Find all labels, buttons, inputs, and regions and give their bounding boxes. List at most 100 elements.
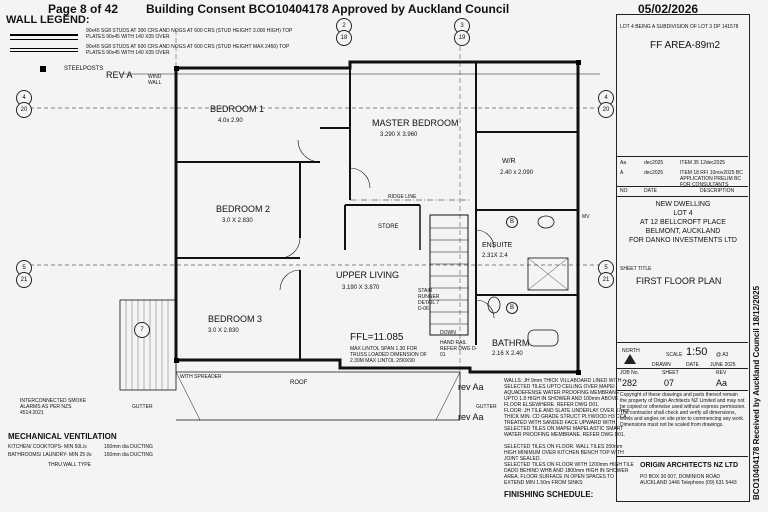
rev-no: A <box>620 170 624 176</box>
finish-note-kitchen: SELECTED TILES ON FLOOR. WALL TILES 200m… <box>504 444 624 462</box>
finish-rev-label: rev Aa <box>458 382 484 392</box>
divider <box>616 342 748 343</box>
divider <box>616 156 748 157</box>
room-dimension: 3.290 X 3.960 <box>380 132 418 138</box>
legend-line-1 <box>10 34 78 40</box>
room-label: MASTER BEDROOM <box>372 118 459 128</box>
rev-date: dec2025 <box>644 160 664 166</box>
room-label: UPPER LIVING <box>336 270 400 280</box>
scale-sheet: @ A3 <box>716 352 729 358</box>
room-dimension: 2.31X 2.4 <box>482 253 508 259</box>
room-dimension: 3.0 X 2.830 <box>208 328 239 334</box>
room-label: BEDROOM 3 <box>208 314 263 324</box>
hand-rail-note: HAND RAIL REFER DWG D-01 <box>440 340 478 358</box>
date-value: JUNE 2025 <box>710 362 736 368</box>
sheet-name: FIRST FLOOR PLAN <box>636 276 722 286</box>
north-label: NORTH <box>622 348 640 354</box>
sheet-title-label: SHEET TITLE <box>620 266 652 272</box>
legend-item-2: 90x45 SG8 STUDS AT 600 CRS AND NOGS AT 6… <box>86 44 290 56</box>
section-marker-7: 7 <box>134 322 150 338</box>
copyright-note: Copyright of these drawings and parts th… <box>620 392 746 428</box>
scale-value: 1:50 <box>686 346 708 358</box>
wind-wall-label: WIND WALL <box>148 74 162 86</box>
smoke-alarm-note: INTERCONNECTED SMOKE ALARMS AS PER NZS 4… <box>20 398 87 416</box>
divider <box>616 390 748 391</box>
room-dimension: 2.40 x 2.090 <box>500 170 534 176</box>
spreader-label: WITH SPREADER <box>180 374 222 380</box>
header-date: 05/02/2026 <box>638 2 699 16</box>
ffl-label: FFL=11.085 <box>350 332 404 343</box>
ventilation-row-value: 150mm dia DUCTING <box>104 452 153 458</box>
sheet-label: SHEET <box>662 370 679 376</box>
room-dimension: 3.0 X 2.830 <box>222 218 253 224</box>
finish-note-bath: SELECTED TILES ON FLOOR WITH 1200mm HIGH… <box>504 462 634 486</box>
legend-item-1: 90x45 SG8 STUDS AT 300 CRS AND NOGS AT 6… <box>86 28 293 40</box>
rev-date: dec2025 <box>644 170 664 176</box>
room-label: BEDROOM 2 <box>216 204 271 214</box>
divider <box>616 196 748 197</box>
legend-line-2 <box>10 48 78 52</box>
finish-rev-label: rev Aa <box>458 412 484 422</box>
drawn-label: DRAWN <box>652 362 671 368</box>
grid-marker-21: 21 <box>16 272 32 288</box>
roof-label: ROOF <box>290 380 308 386</box>
divider <box>616 368 748 369</box>
mv-label: MV <box>582 214 590 220</box>
marker-b-ensuite: B <box>506 216 518 228</box>
store-label: STORE <box>378 224 399 230</box>
room-label: BEDROOM 1 <box>210 104 265 114</box>
gutter-label: GUTTER <box>476 404 497 410</box>
scale-label: SCALE <box>666 352 683 358</box>
finishing-title: FINISHING SCHEDULE: <box>504 490 594 499</box>
project-title: NEW DWELLING LOT 4 AT 12 BELLCROFT PLACE… <box>629 201 737 244</box>
ventilation-row-label: BATHROOMS/ LAUNDRY- MIN 25 l/s <box>8 452 92 458</box>
rev-desc: ITEM 35 12dec2025 <box>680 160 726 166</box>
firm-contact: PO BOX 36 007, DOMINION ROAD AUCKLAND 14… <box>640 474 737 486</box>
finish-note-floor: FLOOR: JH TILE AND SLATE UNDERLAY OVER 1… <box>504 408 630 438</box>
rev-col: DATE <box>644 188 657 194</box>
legend-item-3: STEELPOSTS <box>64 66 104 72</box>
consent-title: Building Consent BCO10404178 Approved by… <box>146 2 510 16</box>
sheet-number: 07 <box>664 378 675 388</box>
stair-runner-note: STAIR RUNNER DETAIL 7 D-06 <box>418 288 440 312</box>
grid-marker-20-right: 20 <box>598 102 614 118</box>
ventilation-title: MECHANICAL VENTILATION <box>8 432 117 441</box>
room-dimension: 2.16 X 2.40 <box>492 351 523 357</box>
room-label: W/R <box>502 158 516 165</box>
grid-marker-19: 19 <box>454 30 470 46</box>
rev-col: NO <box>620 188 628 194</box>
north-arrow-icon <box>624 354 636 364</box>
marker-b-bath: B <box>506 302 518 314</box>
room-label: ENSUITE <box>482 242 513 249</box>
room-dimension: 3.190 X 3.870 <box>342 285 380 291</box>
ventilation-row-label: THRU WALL TYPE <box>48 462 91 468</box>
room-dimension: 4.0x 2.90 <box>218 118 243 124</box>
rev-no: Aa <box>620 160 627 166</box>
ventilation-row-label: KITCHEN/ COOKTOPS- MIN 50L/s <box>8 444 87 450</box>
room-label: BATHRM <box>492 338 530 348</box>
page-number: Page 8 of 42 <box>48 2 119 16</box>
job-number: 282 <box>622 378 638 388</box>
gutter-label: GUTTER <box>132 404 153 410</box>
rev-a-label: REV A <box>106 70 133 80</box>
finish-note-walls: WALLS: JH 9mm THICK VILLABOARD LINED WIT… <box>504 378 622 408</box>
firm-name: ORIGIN ARCHITECTS NZ LTD <box>640 462 738 469</box>
legend-title: WALL LEGEND: <box>6 14 90 26</box>
divider <box>616 186 748 187</box>
grid-marker-18: 18 <box>336 30 352 46</box>
date-label: DATE <box>686 362 699 368</box>
rev-desc: ITEM 18 RFI 10nov2025 BC APPLICATION PRE… <box>680 170 743 188</box>
ff-area: FF AREA-89m2 <box>650 40 721 51</box>
job-label: JOB No. <box>620 370 639 376</box>
ventilation-row-value: 150mm dia DUCTING <box>104 444 153 450</box>
ridge-line-label: RIDGE LINE <box>388 194 417 200</box>
rev-col: DESCRIPTION <box>700 188 735 194</box>
received-stamp: BCO10404178 Received by Auckland Council… <box>752 285 761 500</box>
lintel-note: MAX LINTOL SPAN 1.30 FOR TRUSS LOADED DI… <box>350 346 427 364</box>
rev-label: REV <box>716 370 727 376</box>
down-label: DOWN <box>440 330 456 336</box>
grid-marker-20: 20 <box>16 102 32 118</box>
steel-post-symbol <box>40 66 46 72</box>
divider <box>616 456 748 457</box>
